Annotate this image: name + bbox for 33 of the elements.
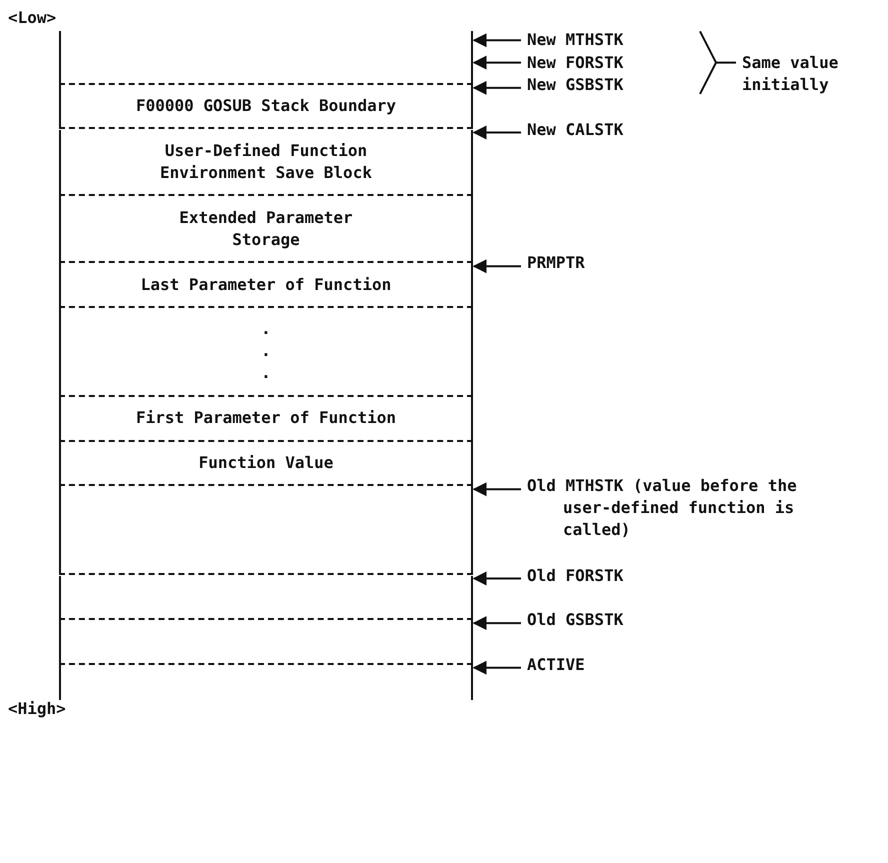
pointer-label: New CALSTK [527,118,624,140]
range-label: <Low> [8,7,56,29]
memory-segment: User-Defined Function Environment Save Block [59,130,473,196]
pointer-label: New GSBSTK [527,74,624,96]
pointer-label: PRMPTR [527,252,585,274]
memory-segment [59,620,473,665]
arrow [472,482,521,496]
arrow [472,616,521,630]
pointer-label: Old MTHSTK (value before the user-defined function is called) [527,475,833,542]
arrow [472,259,521,274]
arrow [472,572,521,586]
memory-segment [59,664,473,700]
pointer-label: Old GSBSTK [527,609,624,632]
memory-segment: First Parameter of Function [59,397,473,442]
pointer-label: New MTHSTK [527,29,624,52]
pointer-label: ACTIVE [527,654,585,676]
arrow [472,80,521,95]
memory-segment: Extended Parameter Storage [59,196,473,264]
arrow [472,33,521,48]
pointer-label: New FORSTK [527,52,624,74]
arrow [472,660,521,675]
arrow [472,56,521,70]
memory-segment: . . . [59,308,473,398]
note-text: Same value initially [742,52,840,96]
memory-segment: Last Parameter of Function [59,263,473,308]
pointer-label: Old FORSTK [527,564,624,586]
memory-segment: Function Value [59,442,473,486]
memory-segment [59,31,473,85]
range-label: <High> [8,698,66,720]
memory-segment [59,576,473,620]
memory-segment: F00000 GOSUB Stack Boundary [59,84,473,130]
arrow [472,126,521,140]
memory-segment [59,486,473,576]
